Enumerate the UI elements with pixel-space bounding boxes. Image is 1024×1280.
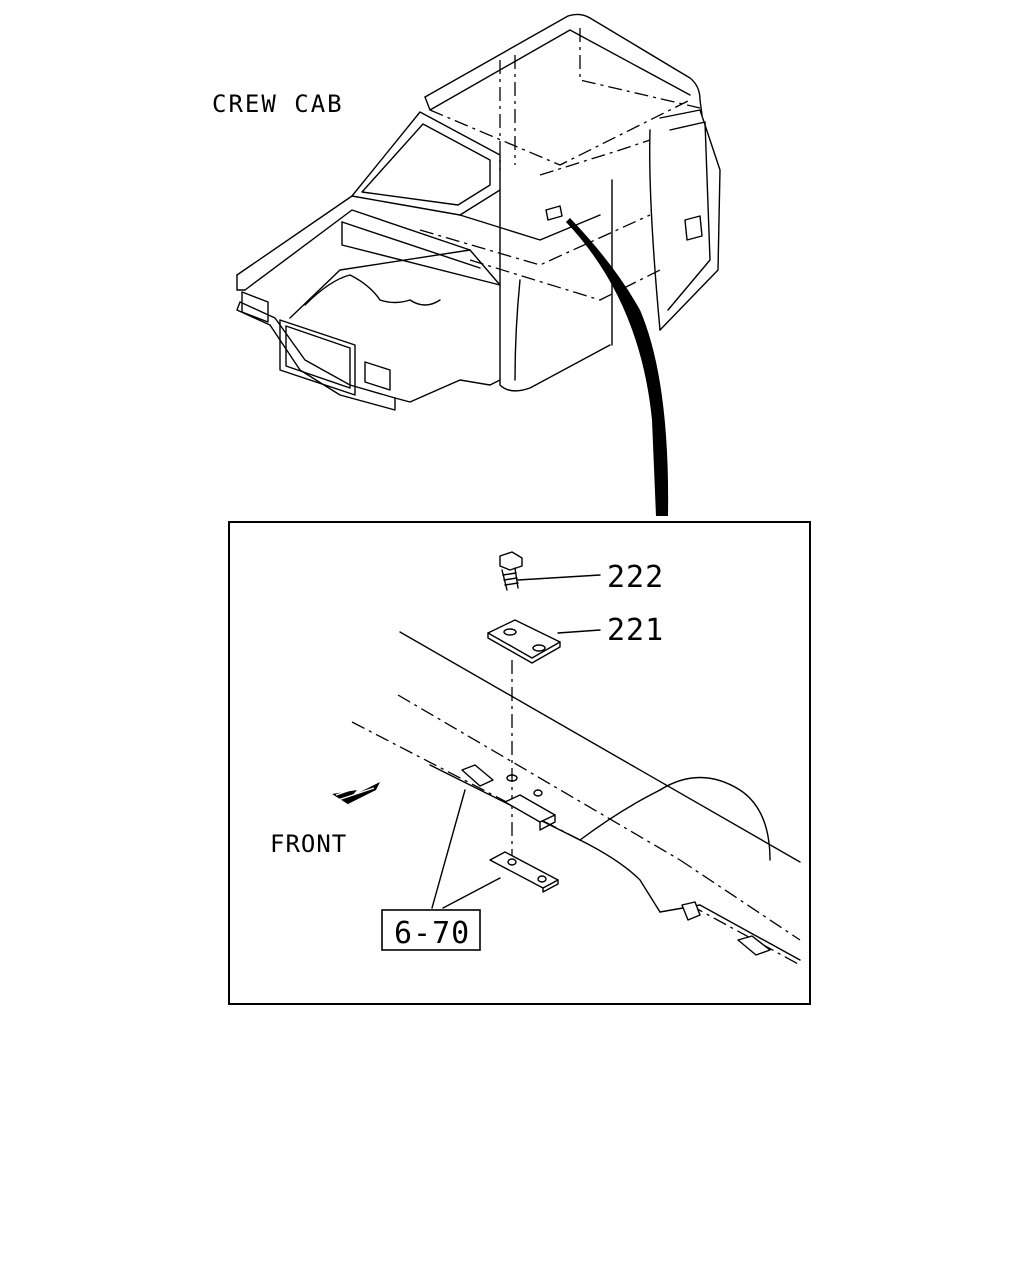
- floor-panel-detail: [351, 631, 801, 966]
- bracket-icon[interactable]: [489, 851, 559, 893]
- leader-221: [557, 629, 601, 634]
- detail-frame: [228, 521, 811, 1005]
- reference-label[interactable]: 6-70: [394, 916, 470, 951]
- plate-icon[interactable]: [487, 619, 561, 664]
- crew-cab-body: [236, 13, 721, 411]
- callout-222[interactable]: 222: [607, 560, 664, 595]
- bolt-icon[interactable]: [499, 551, 523, 591]
- front-arrow-icon: [332, 782, 380, 808]
- callout-221[interactable]: 221: [607, 613, 664, 648]
- detail-pointer: [566, 218, 669, 516]
- front-label: FRONT: [270, 830, 347, 858]
- leader-6-70-b: [442, 877, 501, 909]
- reference-box: [381, 909, 481, 951]
- diagram-title: CREW CAB: [212, 90, 344, 118]
- leader-6-70-a: [431, 789, 466, 909]
- leader-222: [517, 574, 601, 581]
